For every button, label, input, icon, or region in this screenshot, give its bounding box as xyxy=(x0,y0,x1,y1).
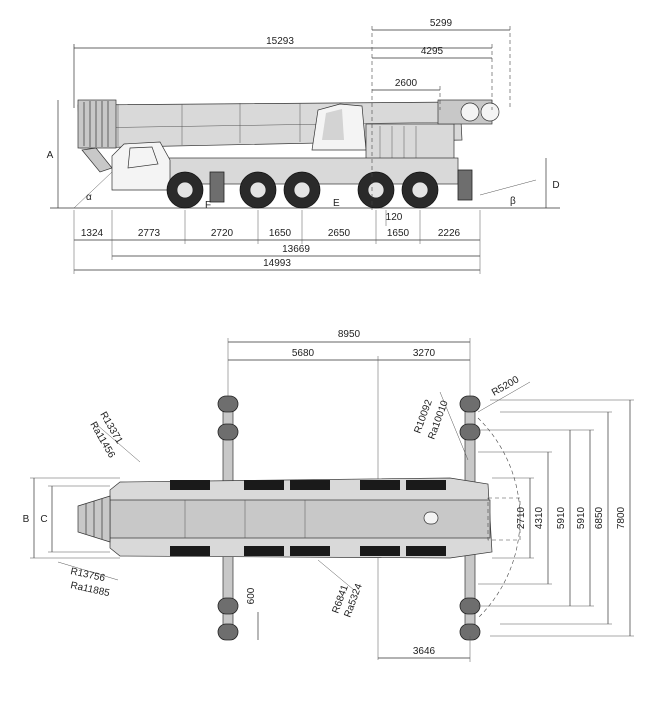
pad-fr xyxy=(217,597,239,615)
dim-4310: 4310 xyxy=(534,506,545,529)
superstructure-cab xyxy=(311,103,367,151)
dim-8950: 8950 xyxy=(338,329,361,340)
dim-4295: 4295 xyxy=(421,46,444,57)
tyre-top-2 xyxy=(244,480,284,490)
dim-3646: 3646 xyxy=(413,646,436,657)
counterweight xyxy=(365,123,455,161)
wheels xyxy=(166,171,439,209)
boom-head xyxy=(77,99,117,149)
tyre-top-4 xyxy=(360,480,400,490)
dim-2710: 2710 xyxy=(516,506,527,529)
label-r5200: R5200 xyxy=(490,374,521,398)
hook-block xyxy=(81,147,113,173)
dim-5299: 5299 xyxy=(430,18,453,29)
dim-2650: 2650 xyxy=(328,228,351,239)
dim-120: 120 xyxy=(386,212,403,223)
dim-3270: 3270 xyxy=(413,348,436,359)
label-alpha: α xyxy=(86,192,92,203)
tyre-top-8 xyxy=(290,546,330,556)
side-view: 15293 5299 4295 2600 A D α β F E 1324 27… xyxy=(47,18,560,274)
swing-radius-arc xyxy=(477,417,521,619)
rear-outrigger xyxy=(457,169,473,201)
dim-15293: 15293 xyxy=(266,36,294,47)
tyre-top-10 xyxy=(406,546,446,556)
tyre-top-6 xyxy=(170,546,210,556)
front-outrigger xyxy=(209,171,225,203)
tyre-top-1 xyxy=(170,480,210,490)
dim-14993: 14993 xyxy=(263,258,291,269)
pad-rl2 xyxy=(459,423,481,441)
label-C: C xyxy=(40,514,47,525)
boom-head-top xyxy=(77,495,111,543)
dim-1650-a: 1650 xyxy=(269,228,292,239)
dim-2773: 2773 xyxy=(138,228,161,239)
tyre-top-7 xyxy=(244,546,284,556)
dim-1324: 1324 xyxy=(81,228,104,239)
dim-13669: 13669 xyxy=(282,244,310,255)
dim-2226: 2226 xyxy=(438,228,461,239)
dim-1650-b: 1650 xyxy=(387,228,410,239)
dim-2720: 2720 xyxy=(211,228,234,239)
tyre-top-9 xyxy=(360,546,400,556)
pad-fl2 xyxy=(217,423,239,441)
pad-rr xyxy=(459,597,481,615)
pad-fr2 xyxy=(217,623,239,641)
dim-5680: 5680 xyxy=(292,348,315,359)
label-F: F xyxy=(205,200,211,211)
label-E: E xyxy=(333,198,340,209)
dim-6850: 6850 xyxy=(594,506,605,529)
dim-7800: 7800 xyxy=(616,506,627,529)
label-ra11885: Ra11885 xyxy=(69,580,111,599)
dim-5910-a: 5910 xyxy=(556,506,567,529)
tyre-top-3 xyxy=(290,480,330,490)
label-B: B xyxy=(23,514,30,525)
dim-5910-b: 5910 xyxy=(576,506,587,529)
dim-2600: 2600 xyxy=(395,78,418,89)
top-view: 8950 5680 3270 xyxy=(23,329,634,662)
label-A: A xyxy=(47,150,54,161)
tyre-top-5 xyxy=(406,480,446,490)
label-beta: β xyxy=(510,196,516,207)
dim-600: 600 xyxy=(246,587,257,604)
label-D: D xyxy=(552,180,559,191)
pad-fl xyxy=(217,395,239,413)
pad-rl xyxy=(459,395,481,413)
tyres-top xyxy=(170,480,446,556)
